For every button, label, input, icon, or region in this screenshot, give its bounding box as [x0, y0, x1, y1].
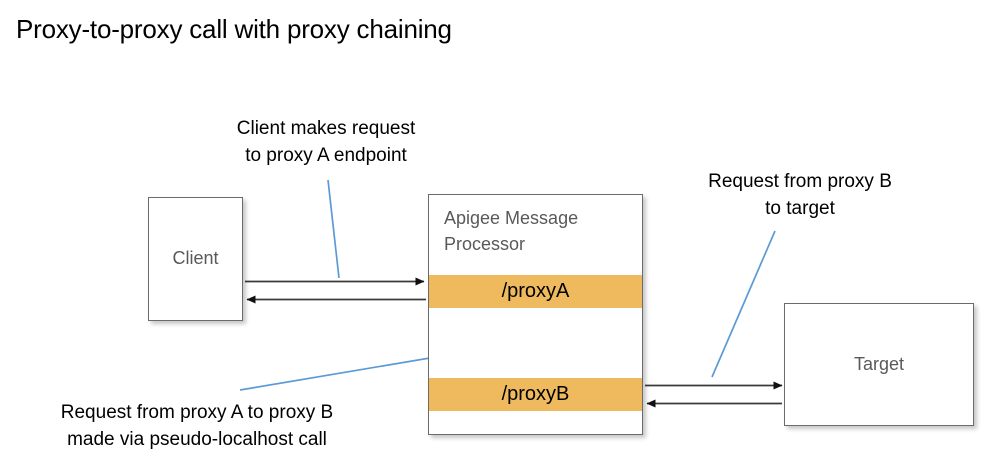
leader-line-target-annotation — [711, 230, 776, 378]
node-client-label: Client — [172, 248, 219, 268]
node-client[interactable]: Client — [148, 197, 243, 321]
annotation-client-request: Client makes request to proxy A endpoint — [236, 118, 416, 166]
node-target[interactable]: Target — [784, 303, 974, 426]
node-target-label: Target — [853, 354, 905, 374]
annotation-target-request: Request from proxy B to target — [708, 171, 892, 219]
page-title: Proxy-to-proxy call with proxy chaining — [16, 14, 452, 44]
proxy-a-bar[interactable]: /proxyA — [429, 275, 642, 308]
annotation-chain-request: Request from proxy A to proxy B made via… — [60, 402, 334, 450]
node-message-processor-label: Apigee Message Processor — [444, 208, 579, 254]
proxy-b-bar[interactable]: /proxyB — [429, 378, 642, 411]
leader-line-client-annotation — [327, 179, 340, 279]
